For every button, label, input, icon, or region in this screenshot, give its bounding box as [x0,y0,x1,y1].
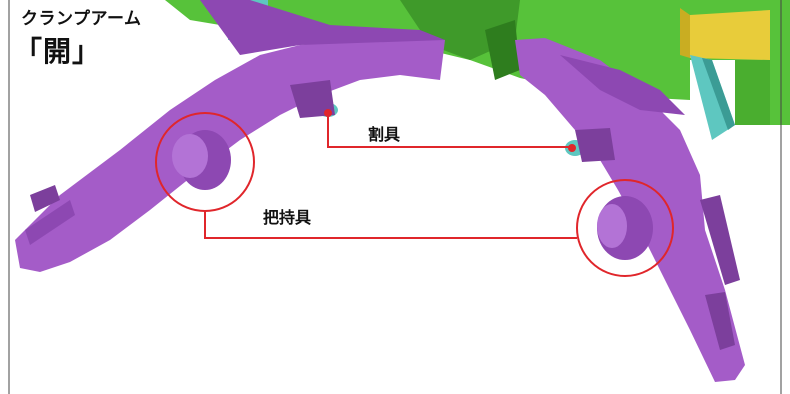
callout-label-cutter: 割具 [368,125,401,144]
callout-markers [155,109,674,277]
frame-border [8,0,782,394]
left-gripper-pad [172,130,231,190]
callout-label-gripper: 把持具 [263,208,312,227]
right-gripper-pad [597,196,653,260]
title-open-state: 「開」 [14,35,102,68]
title-clamp-arm: クランプアーム [21,9,142,29]
left-clamp-arm [15,0,445,272]
